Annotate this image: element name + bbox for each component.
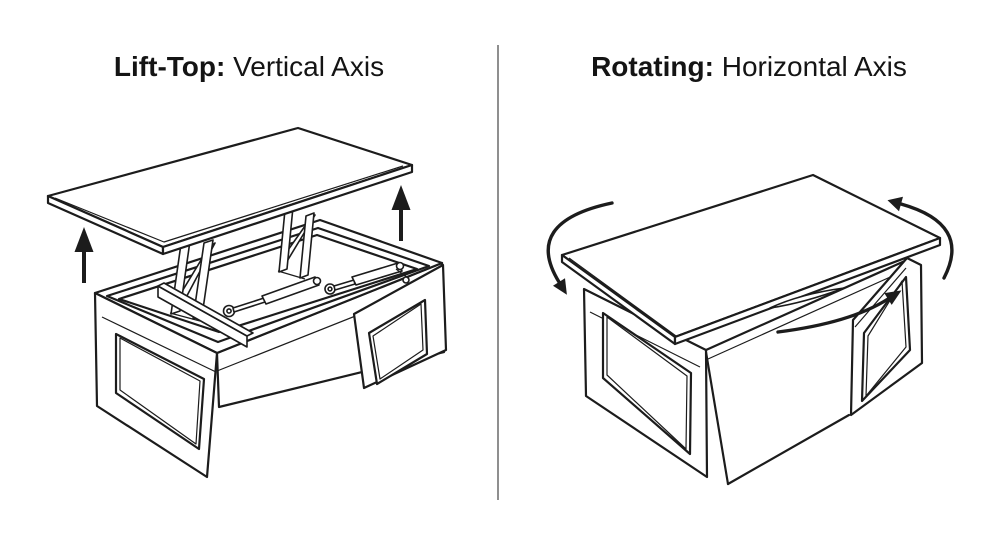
right-panel-title: Rotating: Horizontal Axis bbox=[498, 50, 1000, 86]
rotation-arrow-icon bbox=[887, 196, 954, 280]
vertical-divider bbox=[497, 45, 499, 500]
right-sled-leg bbox=[352, 263, 448, 390]
rotation-gap-curve bbox=[769, 287, 845, 309]
rotating-table-illustration bbox=[546, 173, 954, 486]
rotated-tabletop bbox=[560, 173, 942, 346]
right-title-bold: Rotating: bbox=[591, 51, 714, 82]
rotation-arrow-icon bbox=[776, 290, 902, 334]
up-arrow-icon bbox=[74, 227, 94, 283]
right-sled-leg bbox=[849, 256, 924, 417]
up-arrow-icon bbox=[391, 185, 411, 241]
right-title-rest: Horizontal Axis bbox=[713, 51, 907, 82]
left-sled-leg bbox=[93, 291, 219, 479]
left-panel-title: Lift-Top: Vertical Axis bbox=[0, 50, 498, 86]
rotation-arrow-icon bbox=[546, 201, 614, 295]
left-title-bold: Lift-Top: bbox=[113, 51, 226, 82]
lift-top-table-illustration bbox=[46, 126, 448, 479]
lifted-tabletop bbox=[46, 126, 414, 256]
gas-struts bbox=[222, 261, 410, 318]
left-title-rest: Vertical Axis bbox=[225, 51, 385, 82]
divider-board bbox=[157, 282, 254, 348]
